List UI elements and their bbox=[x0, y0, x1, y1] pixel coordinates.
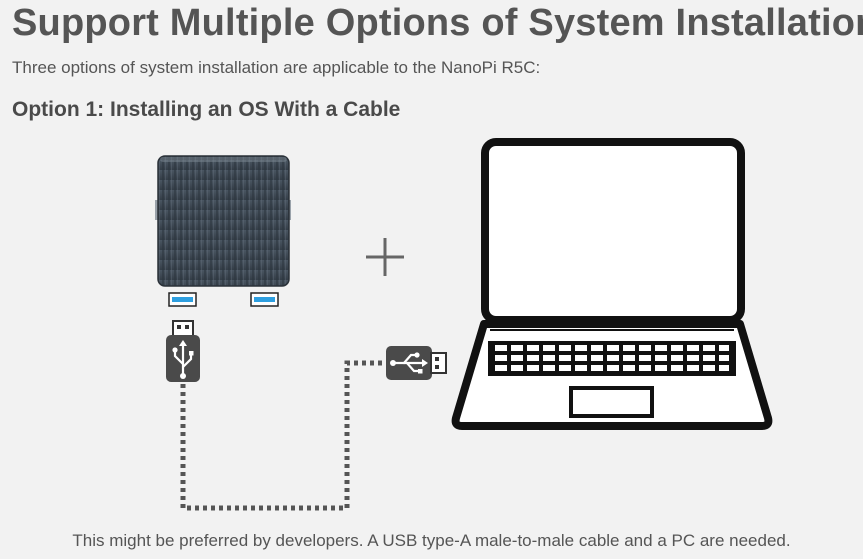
page-title: Support Multiple Options of System Insta… bbox=[12, 2, 863, 44]
usb-port-right-icon bbox=[250, 292, 279, 307]
usb-plug-horizontal-icon bbox=[386, 346, 447, 380]
option-heading: Option 1: Installing an OS With a Cable bbox=[12, 98, 401, 121]
nanopi-device-icon bbox=[155, 155, 291, 287]
usb-cable bbox=[180, 360, 384, 511]
usb-plug-vertical-icon bbox=[166, 320, 200, 382]
laptop-icon bbox=[451, 138, 773, 430]
footer-caption: This might be preferred by developers. A… bbox=[72, 531, 791, 550]
page-subtitle: Three options of system installation are… bbox=[12, 58, 541, 77]
usb-port-left-icon bbox=[168, 292, 197, 307]
plus-icon bbox=[366, 238, 404, 276]
